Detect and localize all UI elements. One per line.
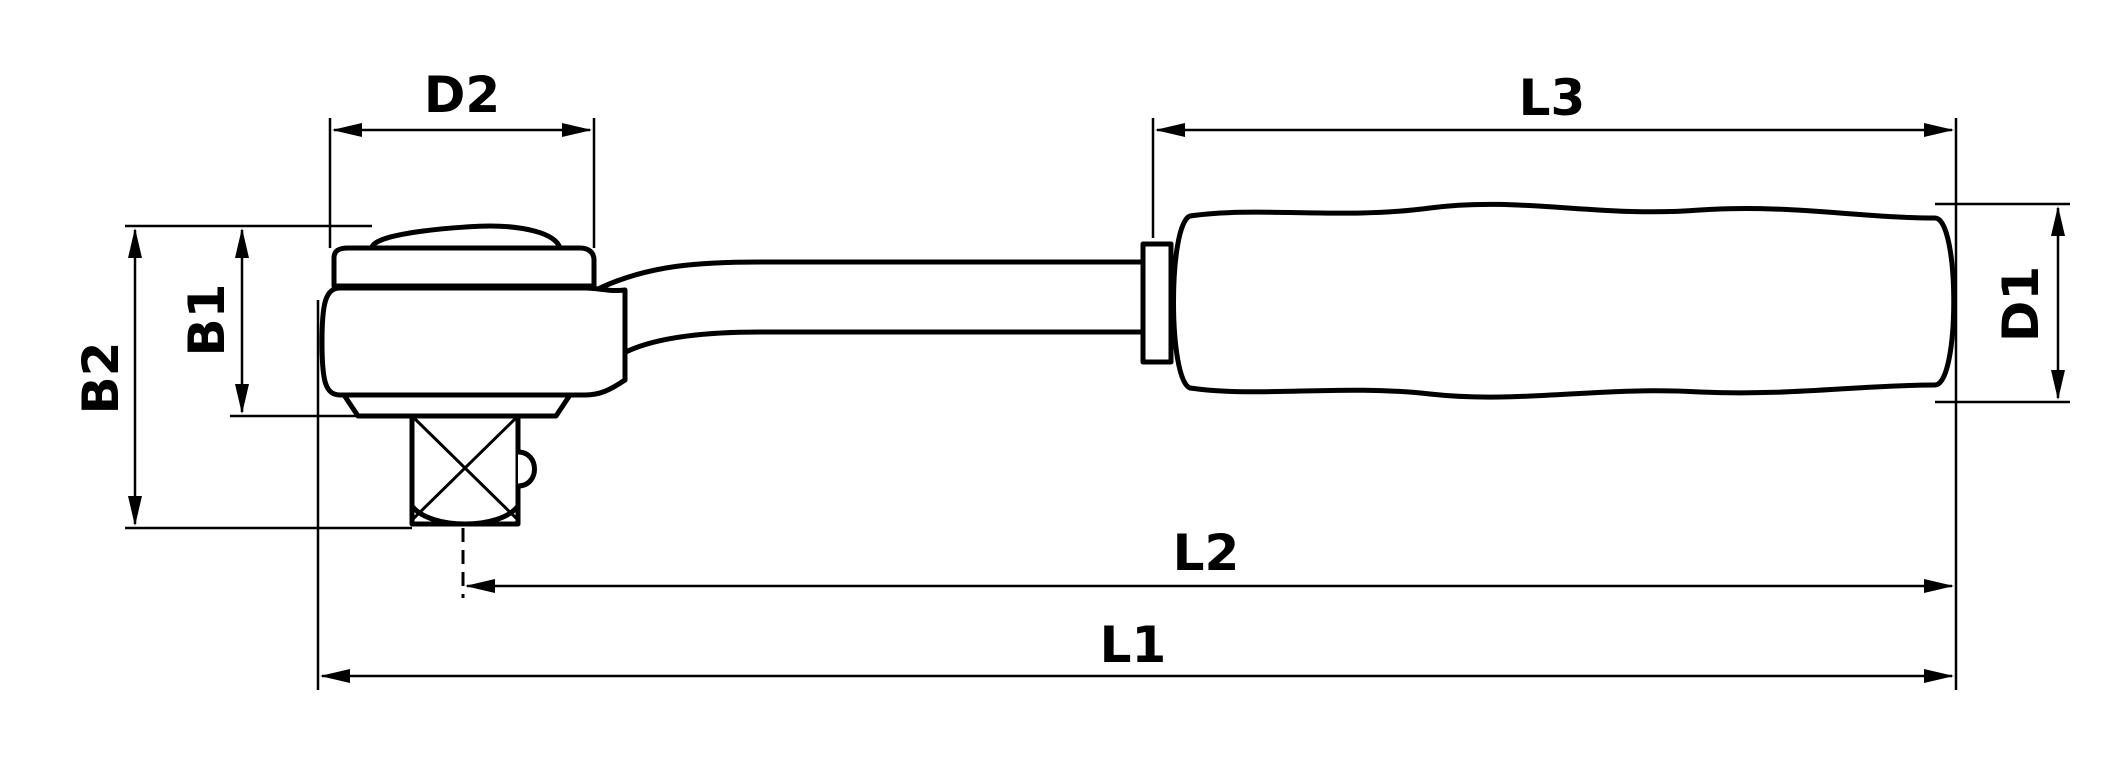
ratchet-head [319,285,628,398]
dimension-b2: B2 [72,228,142,526]
detent-ball [515,449,537,489]
label-l3: L3 [1519,69,1586,127]
label-d1: D1 [1992,266,2050,342]
selector-cap [331,245,597,289]
dimension-l2: L2 [465,524,1954,593]
label-d2: D2 [424,66,500,124]
dimension-b1: B1 [178,228,249,414]
label-l2: L2 [1173,524,1240,582]
dimension-l3: L3 [1155,69,1954,137]
dimension-d1: D1 [1992,206,2065,400]
label-l1: L1 [1100,616,1167,674]
extension-lines [125,118,2070,690]
ratchet-wrench [319,201,1957,598]
dimension-l1: L1 [320,616,1954,683]
drive-cross-line-b [410,414,520,522]
label-b2: B2 [72,342,130,415]
handle-ferrule [1140,241,1174,365]
label-b1: B1 [178,284,236,357]
dimension-d2: D2 [332,66,592,137]
wrench-handle [1171,201,1957,400]
selector-cap-top [369,223,563,251]
wrench-shaft [597,259,1146,393]
lower-collar [341,392,573,419]
